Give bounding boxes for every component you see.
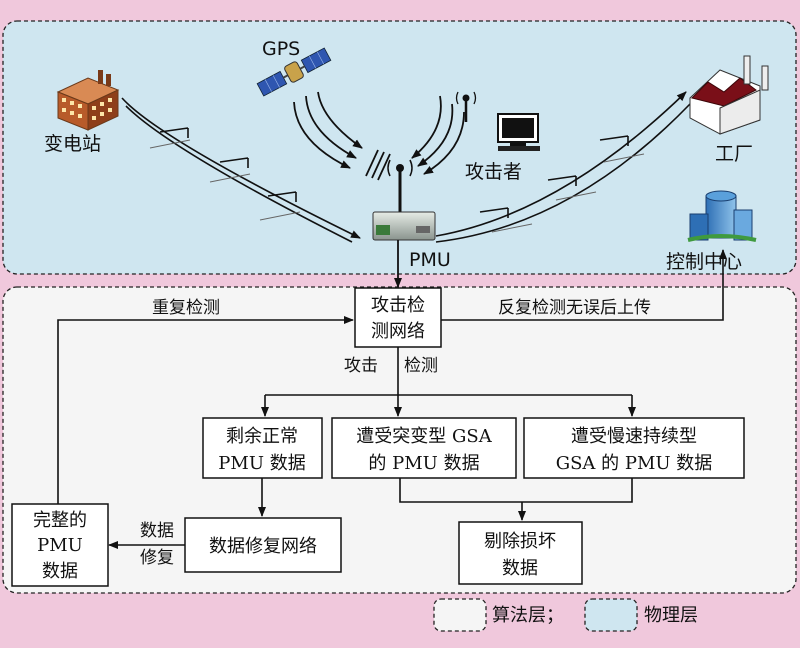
normal-data-line1: 剩余正常 <box>226 426 298 447</box>
complete-data-line2: PMU <box>37 535 83 556</box>
jamming-mark <box>365 149 391 181</box>
control-center-icon <box>687 190 757 242</box>
sudden-gsa-line1: 遭受突变型 GSA <box>356 426 492 447</box>
pmu-label: PMU <box>409 249 451 271</box>
factory-label: 工厂 <box>715 143 753 165</box>
slow-gsa-line1: 遭受慢速持续型 <box>571 426 697 447</box>
transmission-line-left <box>121 97 361 243</box>
gps-signal-arcs <box>293 91 363 169</box>
merge-to-remove <box>399 478 633 503</box>
complete-data-box <box>11 503 109 587</box>
factory-icon <box>689 55 769 135</box>
upload-arrow <box>441 249 727 321</box>
legend-algo-swatch <box>433 598 487 632</box>
complete-data-line3: 数据 <box>42 561 78 582</box>
control-center-label: 控制中心 <box>666 251 742 273</box>
repair-network-box <box>184 517 342 573</box>
attack-detect-net-line1: 攻击检 <box>371 295 425 316</box>
data-repair-line1: 数据 <box>140 521 174 541</box>
attacker-label: 攻击者 <box>465 161 522 183</box>
complete-data-line1: 完整的 <box>33 510 87 531</box>
repeat-detect-arrow <box>57 316 354 504</box>
legend-phys-label: 物理层 <box>644 605 698 626</box>
satellite-icon <box>256 47 332 97</box>
transmission-line-right <box>435 91 691 243</box>
physical-layer-panel <box>2 20 797 275</box>
slow-gsa-box <box>523 417 745 479</box>
legend-phys-swatch <box>584 598 638 632</box>
normal-data-line2: PMU 数据 <box>218 453 305 474</box>
attack-detect-net-box <box>354 287 442 348</box>
data-repair-line2: 修复 <box>140 548 174 568</box>
branch-detect-label: 检测 <box>404 356 438 376</box>
normal-data-box <box>202 417 323 479</box>
substation-icon <box>56 70 120 131</box>
attack-detect-net-line2: 测网络 <box>371 321 425 342</box>
upload-label: 反复检测无误后上传 <box>498 298 651 318</box>
pmu-device-icon <box>372 211 436 241</box>
sudden-gsa-box <box>331 417 517 479</box>
attack-signal-arcs <box>411 95 465 175</box>
attacker-antenna-icon <box>455 91 477 122</box>
computer-icon <box>497 113 540 151</box>
substation-label: 变电站 <box>44 133 101 155</box>
slow-gsa-line2: GSA 的 PMU 数据 <box>556 453 713 474</box>
legend-algo-label: 算法层； <box>492 605 564 626</box>
repair-network-label: 数据修复网络 <box>209 536 317 557</box>
repeat-detect-label: 重复检测 <box>152 298 220 318</box>
remove-damaged-line1: 剔除损坏 <box>484 531 556 552</box>
pmu-antenna-icon <box>387 159 413 212</box>
remove-damaged-line2: 数据 <box>502 558 538 579</box>
gps-label: GPS <box>262 38 300 60</box>
sudden-gsa-line2: 的 PMU 数据 <box>368 453 479 474</box>
branch-attack-label: 攻击 <box>344 356 378 376</box>
remove-damaged-box <box>458 521 583 585</box>
